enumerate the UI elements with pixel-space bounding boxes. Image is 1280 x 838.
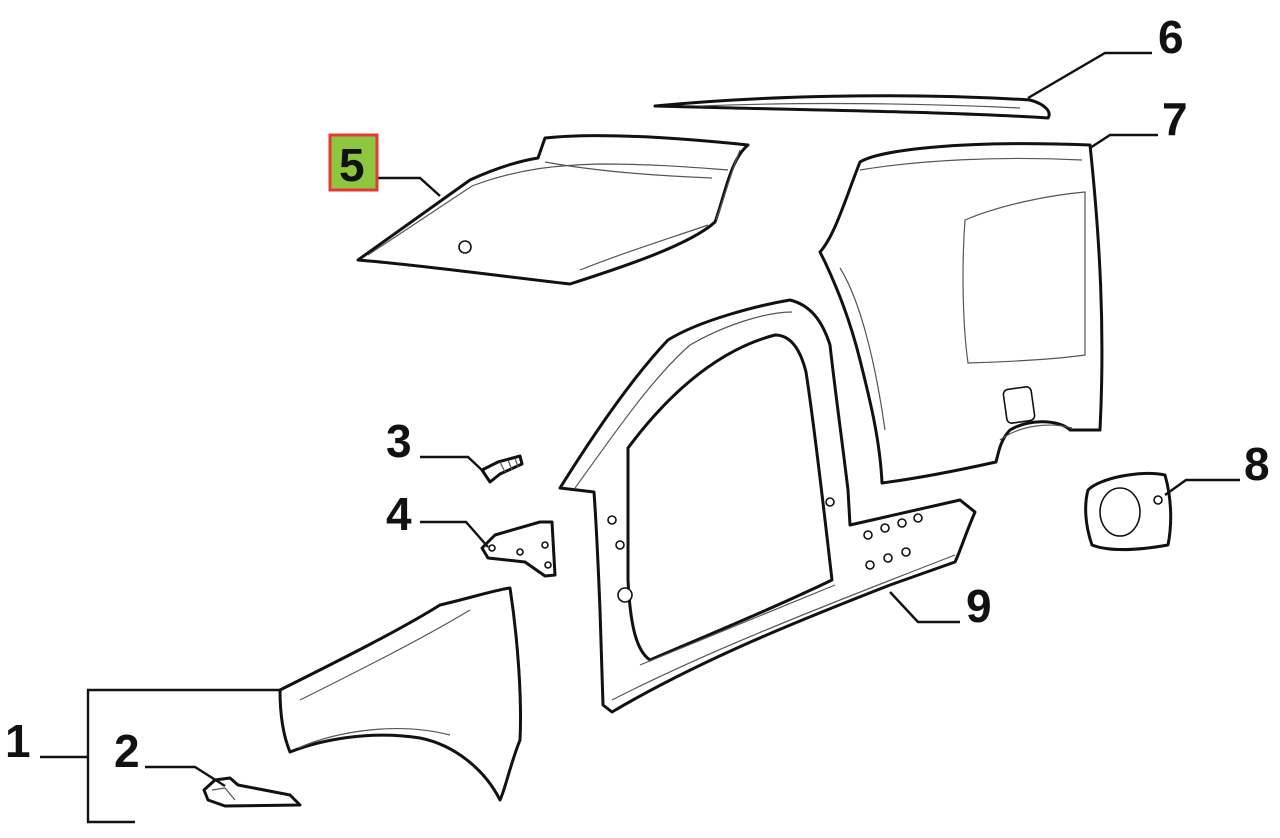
leader-line-7 [1089, 133, 1158, 150]
leader-line-4 [420, 520, 489, 548]
part-3-bolt[interactable] [480, 454, 524, 484]
callout-6[interactable]: 6 [1158, 11, 1184, 63]
callout-4[interactable]: 4 [386, 488, 412, 540]
part-2-wing-bracket[interactable] [202, 776, 302, 808]
callout-7[interactable]: 7 [1162, 93, 1188, 145]
leader-line-1-bracket [86, 688, 282, 824]
leader-line-6 [1027, 51, 1152, 100]
leader-line-8 [1164, 478, 1240, 496]
part-7-rear-side-panel[interactable] [818, 142, 1104, 485]
leader-line-2 [145, 765, 226, 788]
leader-line-5 [378, 176, 441, 197]
callout-3[interactable]: 3 [386, 415, 412, 467]
part-8-fuel-filler-housing[interactable] [1084, 471, 1173, 552]
part-9-body-side-frame[interactable] [558, 298, 977, 714]
part-6-roof-panel[interactable] [653, 94, 1051, 120]
leader-line-9 [889, 591, 960, 624]
callout-5-highlighted[interactable]: 5 [328, 133, 379, 192]
callout-9[interactable]: 9 [966, 580, 992, 632]
callout-5[interactable]: 5 [339, 139, 365, 191]
leader-line-3 [420, 455, 485, 473]
part-1-front-wing[interactable] [278, 586, 523, 802]
part-4-bracket[interactable] [480, 520, 557, 578]
callout-2[interactable]: 2 [114, 725, 140, 777]
callout-5-highlight-box [328, 133, 379, 192]
callout-8[interactable]: 8 [1244, 438, 1270, 490]
callout-1[interactable]: 1 [5, 715, 31, 767]
part-5-roof-panel[interactable] [356, 134, 750, 286]
